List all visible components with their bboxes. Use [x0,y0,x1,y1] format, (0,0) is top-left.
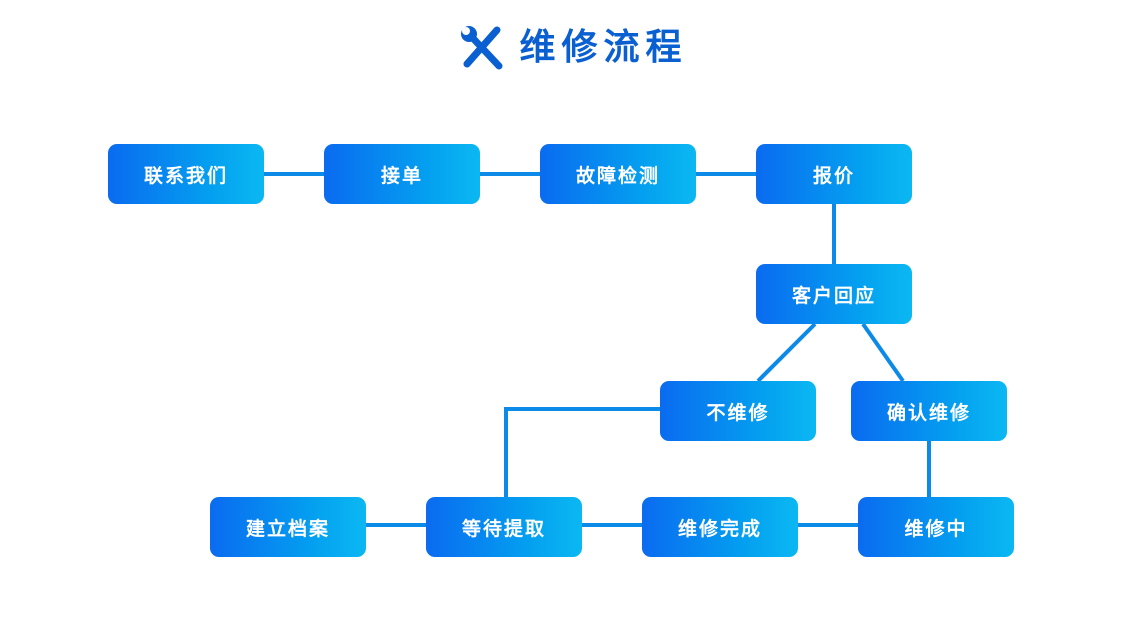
step-customer-response: 客户回应 [756,264,912,324]
connector-response-confirm [861,322,905,383]
step-contact-us: 联系我们 [108,144,264,204]
title-bar: 维修流程 [0,22,1145,74]
connector-norepair-pickup [504,407,660,497]
step-create-record: 建立档案 [210,497,366,557]
step-repair-complete: 维修完成 [642,497,798,557]
page-title: 维修流程 [519,27,688,68]
step-await-pickup: 等待提取 [426,497,582,557]
step-no-repair: 不维修 [660,381,816,441]
step-confirm-repair: 确认维修 [851,381,1007,441]
step-fault-detection: 故障检测 [540,144,696,204]
step-accept-order: 接单 [324,144,480,204]
wrench-screwdriver-icon [461,26,503,70]
step-quotation: 报价 [756,144,912,204]
step-repairing: 维修中 [858,497,1014,557]
connector-response-norepair [756,322,817,383]
